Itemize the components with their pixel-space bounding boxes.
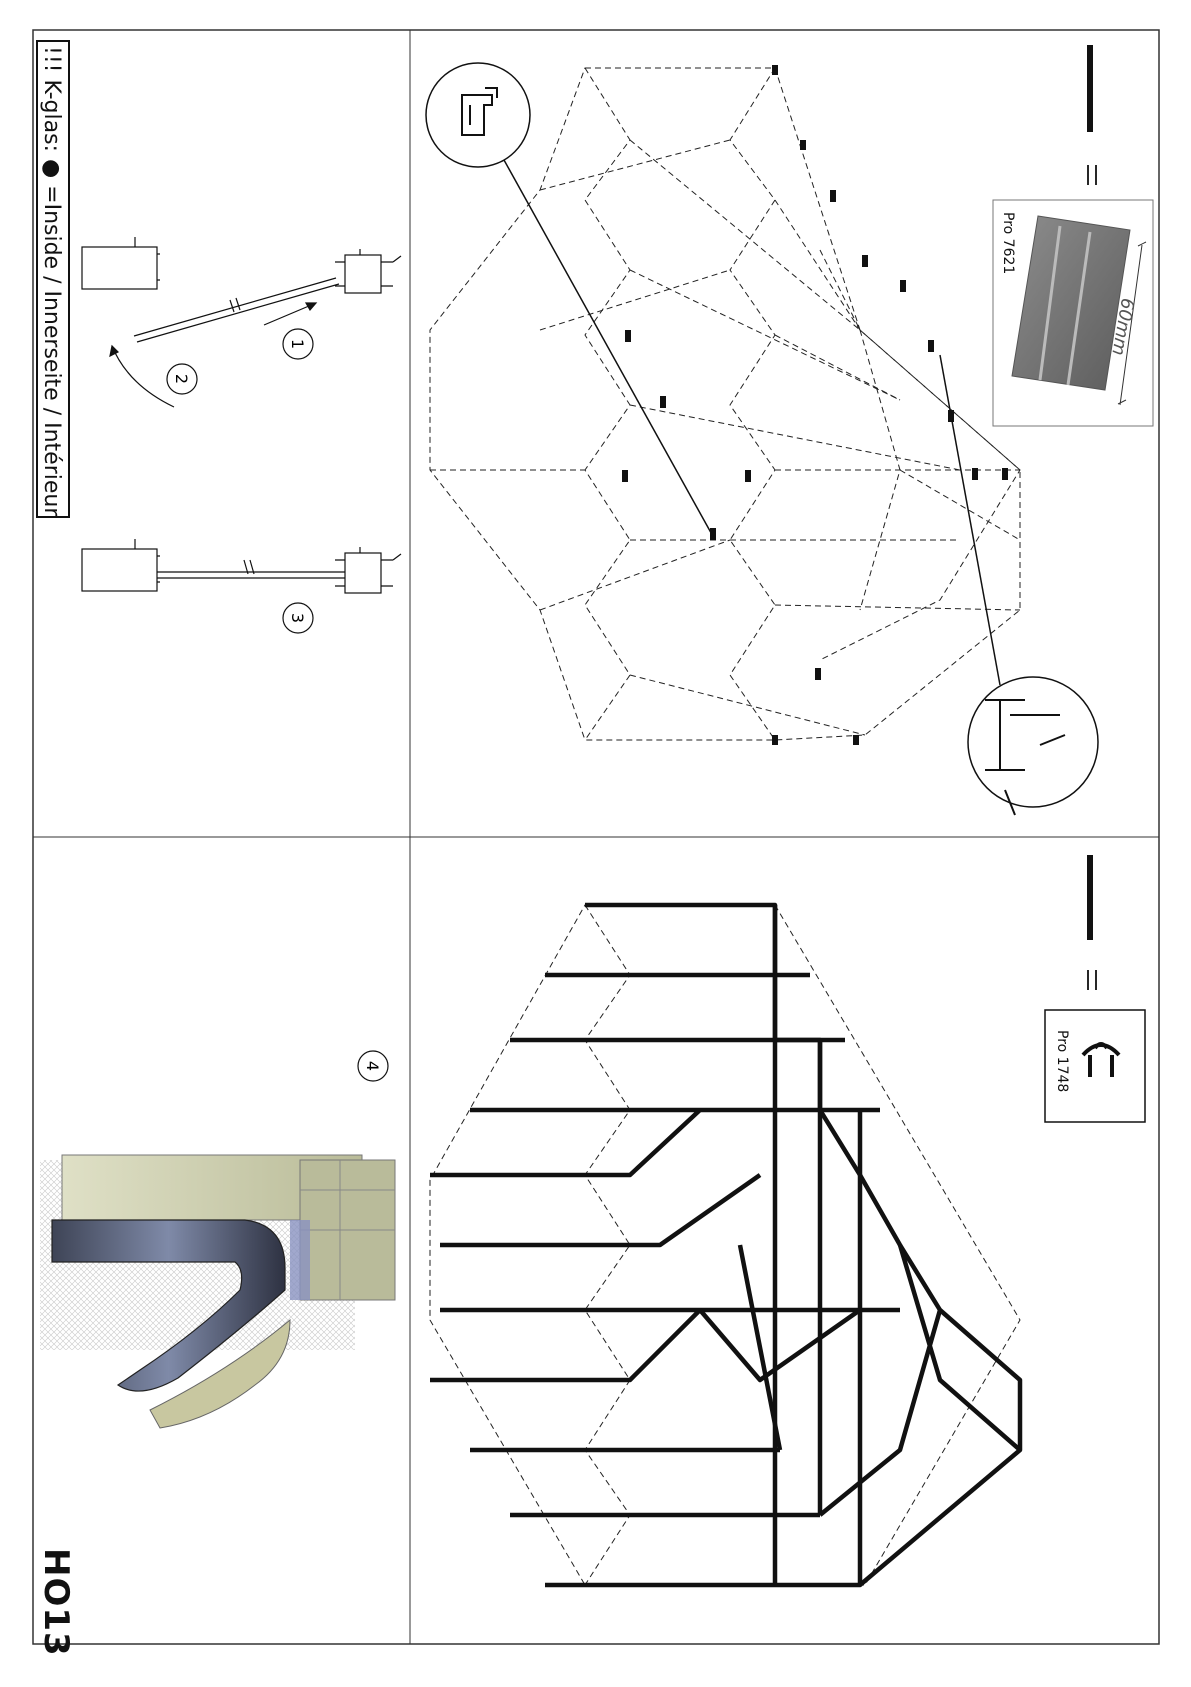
- profile-1748-name: Pro 1748: [1054, 1030, 1070, 1092]
- step-1-marker: 1: [283, 329, 313, 359]
- k-glass-warning: !!! K-glas: ● =Inside / Innerseite / Int…: [36, 40, 66, 516]
- step-3-marker: 3: [283, 603, 313, 633]
- glazing-steps-panel: [82, 237, 401, 593]
- seal-marks: [622, 65, 1008, 745]
- step-2-number: 2: [172, 374, 191, 384]
- detail-callout-top: [426, 63, 715, 540]
- step-4-marker: 4: [358, 1051, 388, 1081]
- warning-prefix: !!! K-glas:: [39, 46, 64, 152]
- step-1-number: 1: [288, 339, 307, 349]
- profile-7621-legend: [993, 45, 1153, 426]
- wireframe-dashed: [430, 68, 1020, 740]
- warning-suffix: =Inside / Innerseite / Intérieur: [39, 185, 64, 516]
- inside-dot-icon: ●: [39, 159, 64, 178]
- step-4-number: 4: [363, 1061, 382, 1071]
- drawing-code: HO13: [36, 1548, 76, 1657]
- wireframe-solid: [430, 905, 1020, 1585]
- step-3-number: 3: [288, 613, 307, 623]
- step-2-marker: 2: [167, 364, 197, 394]
- profile-render: [40, 1155, 395, 1428]
- profile-7621-name: Pro 7621: [1000, 212, 1016, 274]
